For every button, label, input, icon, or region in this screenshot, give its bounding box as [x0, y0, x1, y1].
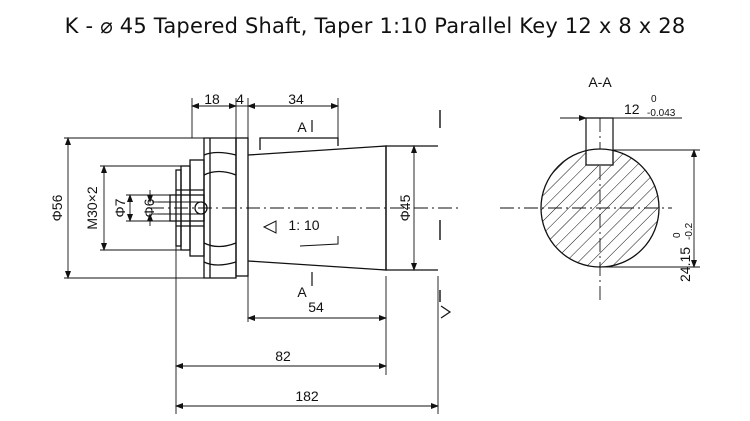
dimension-lines	[65, 103, 452, 409]
depth-tol-upper: 0	[672, 232, 683, 238]
depth-dim: 24.15	[677, 247, 693, 282]
side-view	[150, 110, 458, 302]
dim-phi45: Φ45	[397, 194, 413, 221]
key-width-tol-lower: -0.043	[647, 108, 676, 119]
dim-phi6: Φ6	[141, 198, 157, 217]
cut-label-top: A	[297, 119, 307, 135]
flange-plate	[235, 137, 249, 277]
dim-phi7: Φ7	[112, 198, 128, 217]
dim-18: 18	[204, 91, 220, 107]
dim-54: 54	[308, 299, 324, 315]
dim-82: 82	[275, 348, 291, 364]
dim-34: 34	[288, 91, 304, 107]
section-label: A-A	[588, 74, 612, 90]
key-width-dim: 12	[624, 101, 640, 117]
dim-m30: M30×2	[84, 186, 100, 229]
dim-182: 182	[295, 388, 319, 404]
section-view	[500, 115, 700, 300]
cut-label-bottom: A	[297, 284, 307, 300]
dim-phi56: Φ56	[49, 194, 65, 221]
key-width-tol-upper: 0	[651, 94, 657, 105]
tapered-shaft	[247, 145, 387, 271]
depth-tol-lower: -0.2	[684, 222, 695, 240]
taper-label: 1: 10	[288, 217, 319, 233]
key	[259, 137, 339, 150]
extension-lines	[64, 98, 439, 414]
dim-4: 4	[236, 91, 244, 107]
page-title: K - ⌀ 45 Tapered Shaft, Taper 1:10 Paral…	[64, 14, 686, 38]
